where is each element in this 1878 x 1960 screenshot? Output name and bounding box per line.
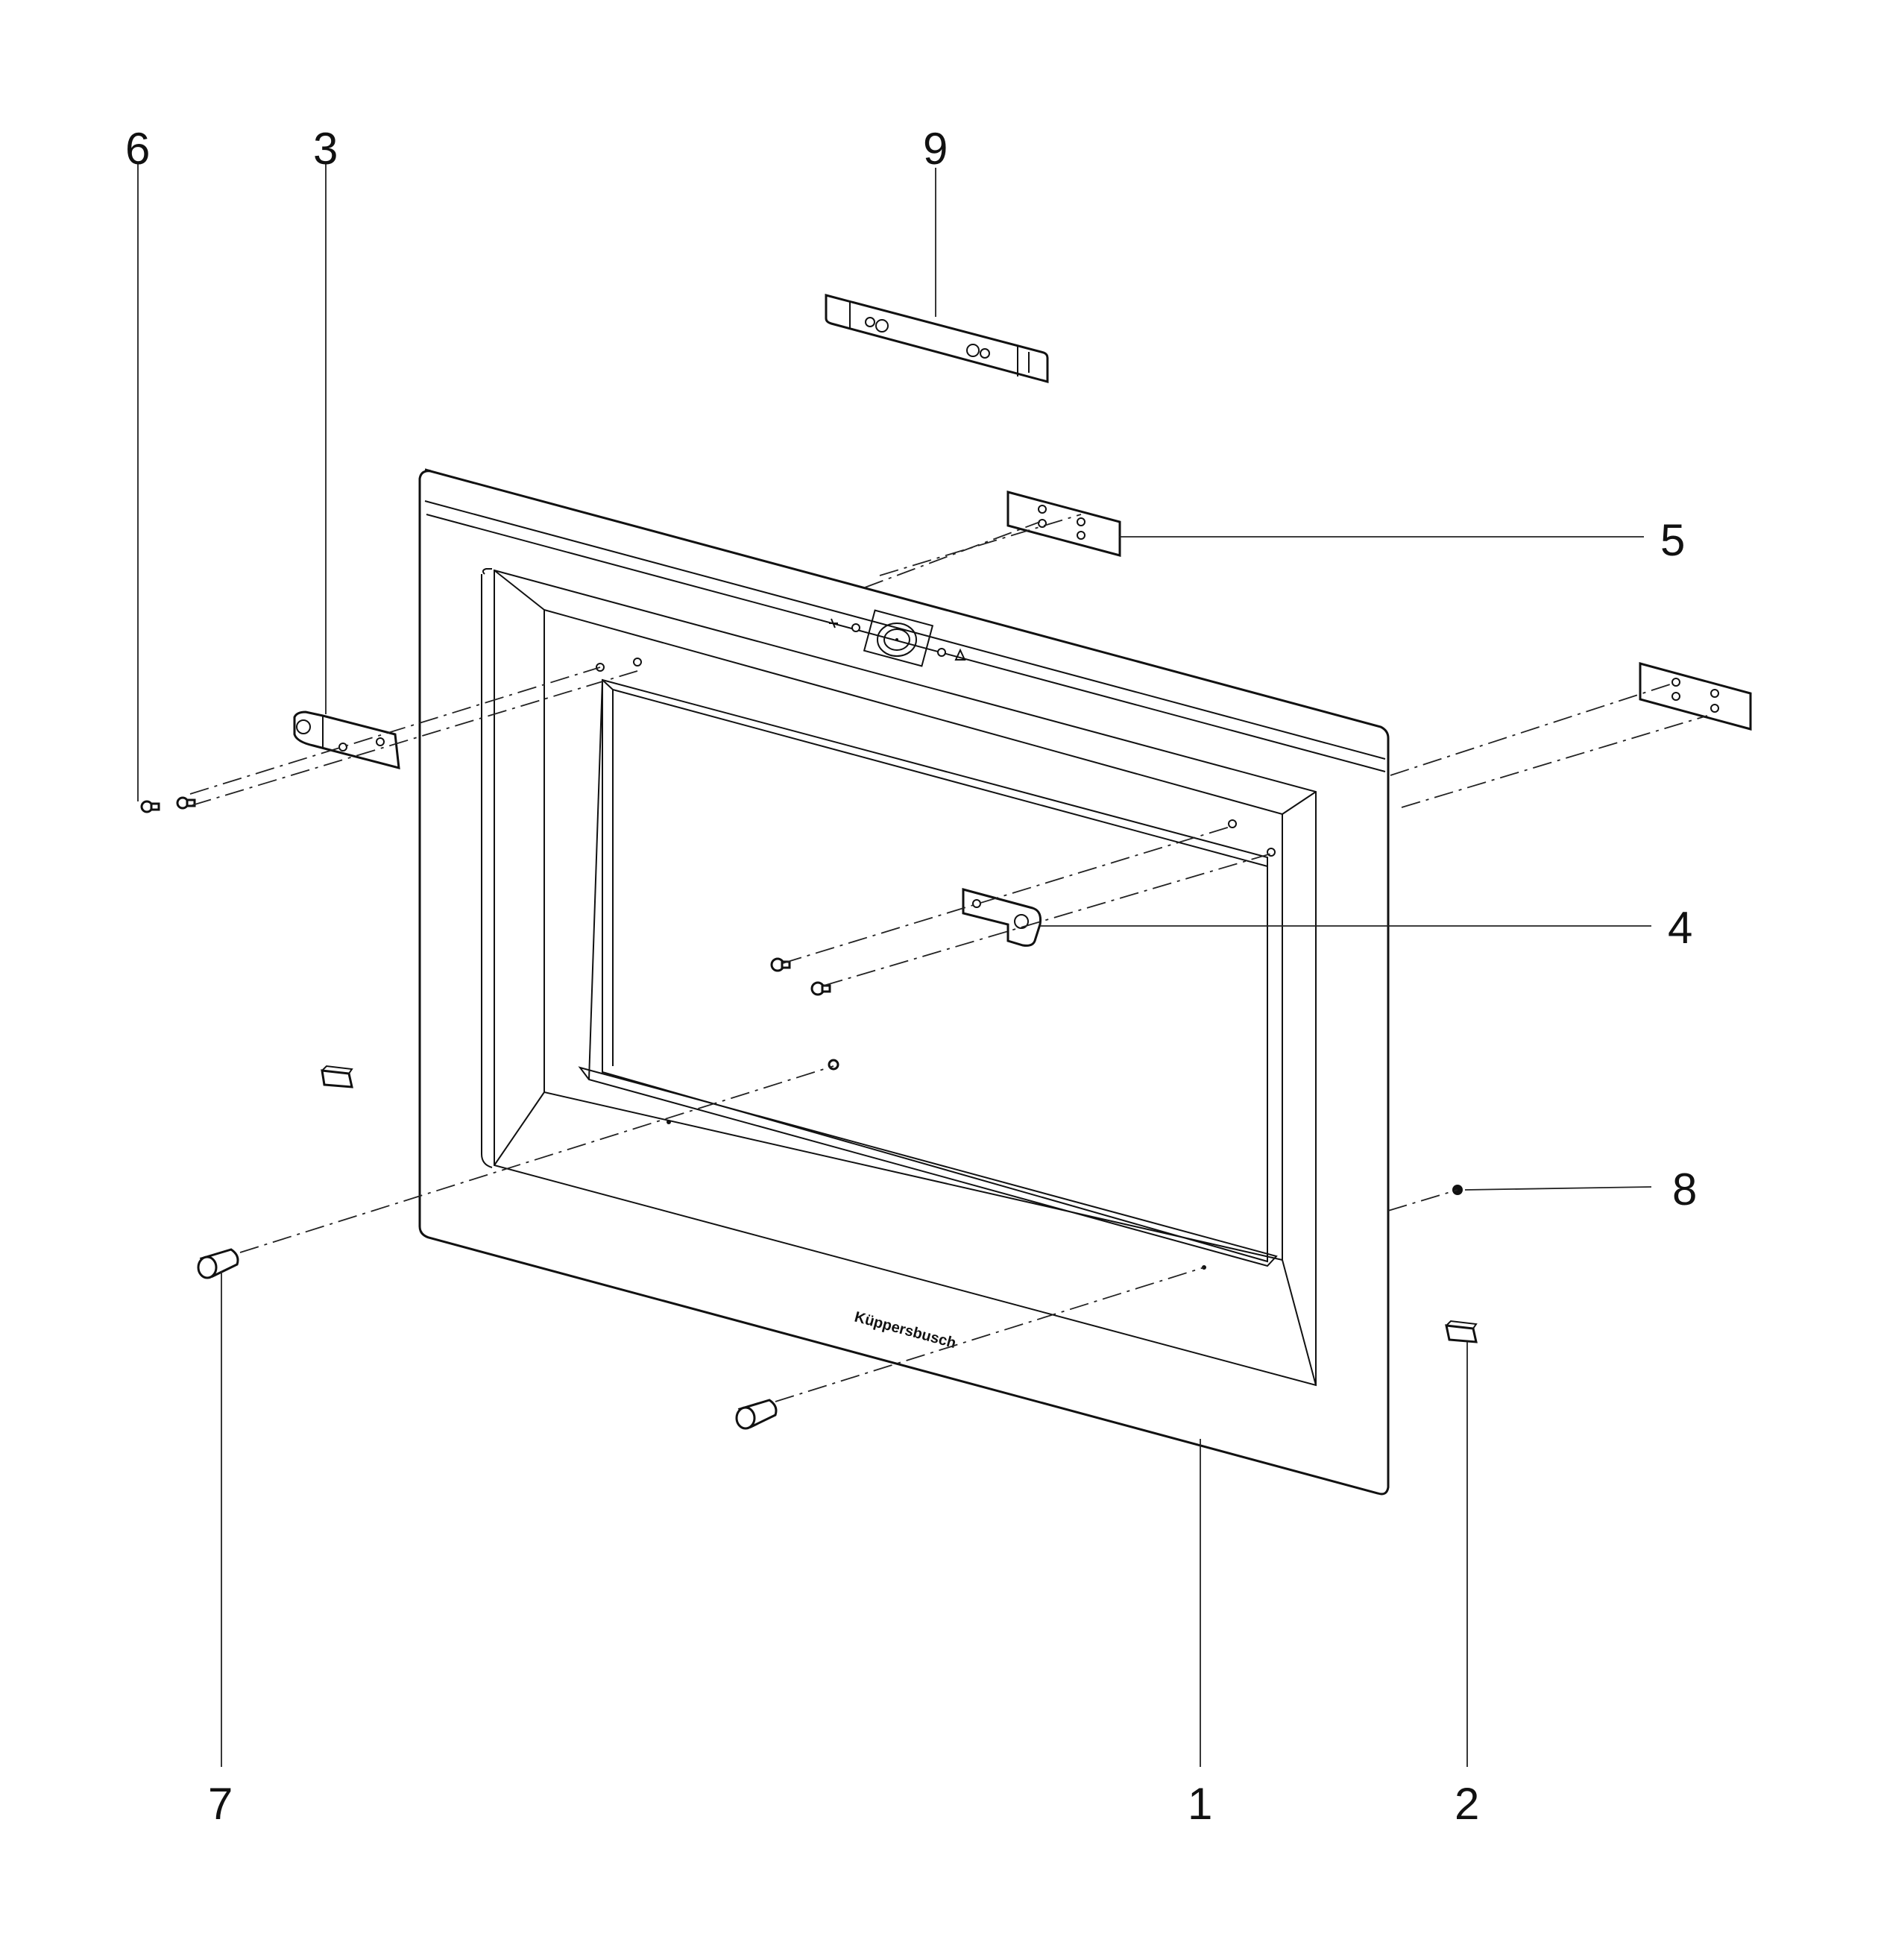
- callout-4: 4: [1668, 903, 1692, 953]
- callout-2: 2: [1455, 1779, 1479, 1829]
- callout-1: 1: [1188, 1779, 1212, 1829]
- screws-part-6: [140, 796, 196, 813]
- spacer-part-2: [321, 1065, 353, 1088]
- pin-part-7b: [735, 1399, 778, 1430]
- callout-7: 7: [208, 1779, 233, 1829]
- callout-9: 9: [923, 124, 948, 174]
- leader-lines: [137, 164, 1652, 1767]
- callout-3: 3: [313, 124, 338, 174]
- callout-6: 6: [125, 124, 150, 174]
- callout-8: 8: [1672, 1165, 1697, 1214]
- mounting-plate-part-5b: [1639, 662, 1752, 731]
- spacer-part-2b: [1445, 1320, 1478, 1343]
- mounting-plate-part-5: [1006, 491, 1121, 557]
- screws-center: [770, 957, 839, 1071]
- hinge-plate-part-9: [825, 294, 1049, 383]
- callout-5: 5: [1660, 515, 1685, 565]
- pin-part-7: [197, 1248, 239, 1279]
- assembly-lines: [189, 514, 1708, 1402]
- frame-part-1: [418, 468, 1390, 1496]
- bracket-part-3: [293, 710, 400, 770]
